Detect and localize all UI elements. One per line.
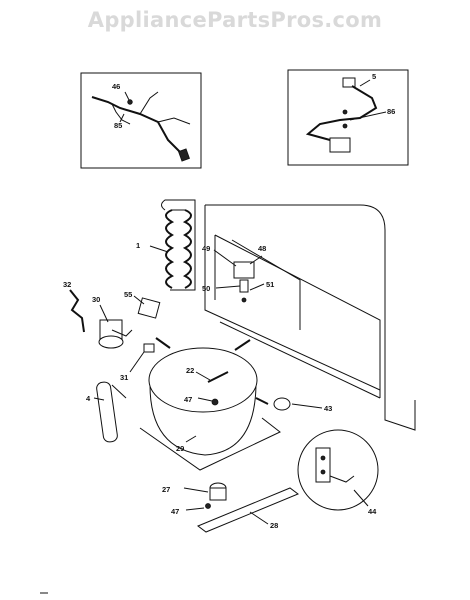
inset-wire-harness	[80, 72, 202, 169]
callout-51: 51	[266, 280, 274, 289]
callout-85: 85	[114, 121, 122, 130]
inset-power-cord	[287, 69, 409, 166]
callout-48: 48	[258, 244, 266, 253]
callout-47-lower: 47	[171, 507, 179, 516]
callout-28: 28	[270, 521, 278, 530]
mounting-hardware	[183, 397, 323, 533]
filter-drier	[93, 381, 127, 443]
callout-labels: 46 85 5 86 1 48 49 50 51 32 30 55 31 22 …	[63, 72, 395, 530]
callout-43: 43	[324, 404, 332, 413]
callout-29: 29	[176, 444, 184, 453]
callout-22: 22	[186, 366, 194, 375]
watermark-text: AppliancePartsPros.com	[87, 8, 383, 32]
callout-50: 50	[202, 284, 210, 293]
callout-47-upper: 47	[184, 395, 192, 404]
callout-27: 27	[162, 485, 170, 494]
wall-outlet-detail	[297, 429, 379, 511]
callout-31: 31	[120, 373, 128, 382]
compressor	[139, 337, 281, 471]
callout-5: 5	[372, 72, 376, 81]
callout-30: 30	[92, 295, 100, 304]
callout-46: 46	[112, 82, 120, 91]
cabinet-back	[204, 204, 416, 431]
callout-32: 32	[63, 280, 71, 289]
solenoid-valve-assembly	[213, 249, 265, 303]
callout-1: 1	[136, 241, 140, 250]
relay-overload-parts	[69, 289, 161, 373]
callout-49: 49	[202, 244, 210, 253]
condenser-coil	[149, 199, 196, 291]
callout-55: 55	[124, 290, 132, 299]
callout-4: 4	[86, 394, 91, 403]
callout-86: 86	[387, 107, 395, 116]
callout-44: 44	[368, 507, 377, 516]
